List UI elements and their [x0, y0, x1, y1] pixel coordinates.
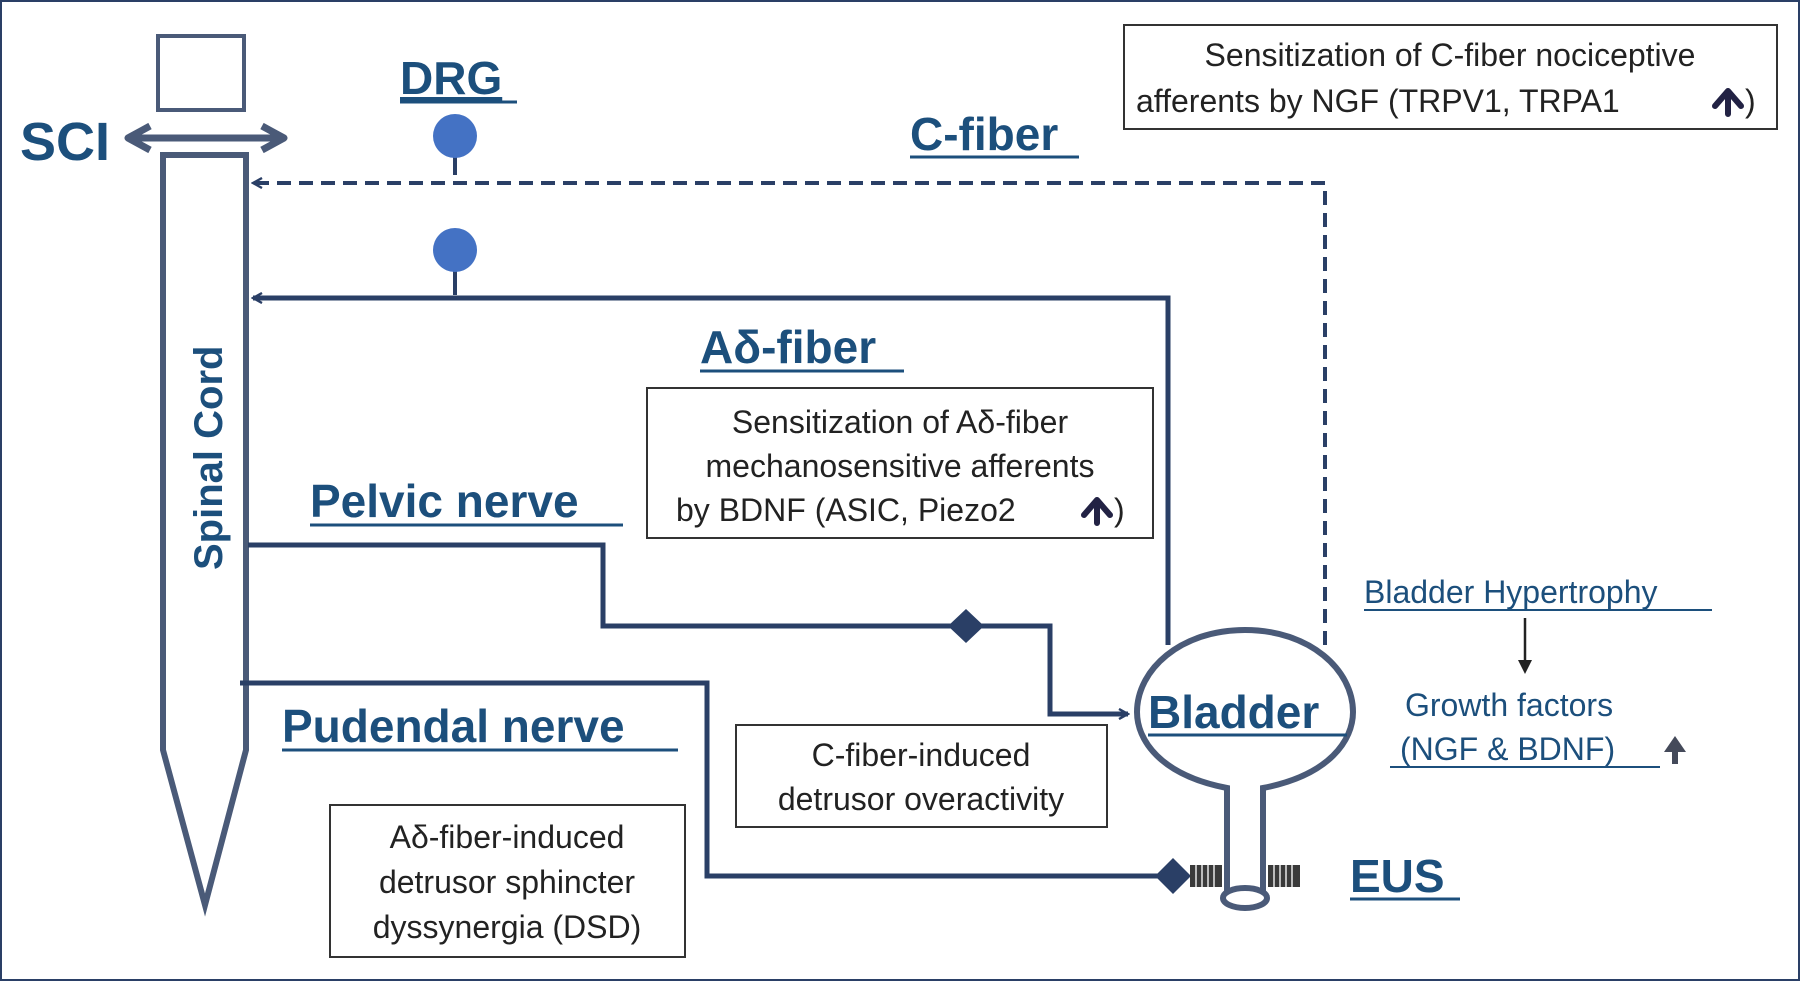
drg-node-c	[433, 114, 477, 158]
pudendal-synapse-diamond	[1155, 858, 1191, 894]
brain-box	[156, 34, 246, 112]
bladder-hypertrophy-label: Bladder Hypertrophy	[1364, 574, 1657, 610]
svg-text:): )	[1745, 83, 1756, 119]
spinal-cord-shape	[160, 152, 249, 917]
up-arrow-icon	[1712, 88, 1744, 117]
down-arrow-icon	[1518, 660, 1532, 674]
svg-text:Aδ-fiber-induced: Aδ-fiber-induced	[390, 819, 625, 855]
svg-text:C-fiber-induced: C-fiber-induced	[812, 737, 1031, 773]
svg-text:afferents by NGF (TRPV1, TRPA1: afferents by NGF (TRPV1, TRPA1	[1136, 83, 1620, 119]
ad-fiber-sensitization-box: Sensitization of Aδ-fiber mechanosensiti…	[646, 387, 1154, 539]
c-fiber-sensitization-box: Sensitization of C-fiber nociceptive aff…	[1123, 24, 1778, 130]
growth-factors-detail: (NGF & BDNF)	[1400, 731, 1615, 767]
pudendal-nerve-label: Pudendal nerve	[282, 700, 625, 752]
dsd-box: Aδ-fiber-induced detrusor sphincter dyss…	[329, 804, 686, 958]
ad-fiber-path	[253, 298, 1171, 645]
ad-fiber-label: Aδ-fiber	[700, 321, 876, 373]
svg-text:by BDNF (ASIC, Piezo2: by BDNF (ASIC, Piezo2	[676, 492, 1016, 528]
up-arrow-icon	[1081, 497, 1113, 526]
pelvic-nerve-label: Pelvic nerve	[310, 475, 579, 527]
pudendal-nerve-path	[240, 680, 1163, 879]
detrusor-overactivity-box: C-fiber-induced detrusor overactivity	[735, 724, 1108, 828]
svg-text:detrusor sphincter: detrusor sphincter	[379, 864, 635, 900]
pelvic-nerve-path	[248, 542, 1128, 714]
spinal-cord-label: Spinal Cord	[187, 346, 231, 570]
svg-text:Sensitization of C-fiber nocic: Sensitization of C-fiber nociceptive	[1205, 37, 1696, 73]
svg-text:dyssynergia (DSD): dyssynergia (DSD)	[373, 909, 642, 945]
drg-node-ad	[433, 228, 477, 272]
eus-sphincter	[1190, 865, 1300, 887]
svg-text:mechanosensitive afferents: mechanosensitive afferents	[706, 448, 1095, 484]
svg-text:detrusor overactivity: detrusor overactivity	[778, 781, 1064, 817]
bladder-label: Bladder	[1148, 686, 1319, 738]
sci-double-arrow	[124, 122, 288, 154]
svg-text:): )	[1114, 492, 1125, 528]
c-fiber-path	[253, 183, 1327, 645]
pelvic-synapse-diamond	[948, 609, 984, 643]
svg-text:Sensitization of Aδ-fiber: Sensitization of Aδ-fiber	[732, 404, 1069, 440]
eus-label: EUS	[1350, 850, 1445, 902]
bladder-shape	[1133, 626, 1357, 911]
up-arrow-icon	[1664, 736, 1686, 764]
drg-label: DRG	[400, 52, 502, 104]
sci-label: SCI	[20, 112, 110, 172]
c-fiber-label: C-fiber	[910, 108, 1058, 160]
growth-factors-label: Growth factors	[1405, 687, 1613, 723]
